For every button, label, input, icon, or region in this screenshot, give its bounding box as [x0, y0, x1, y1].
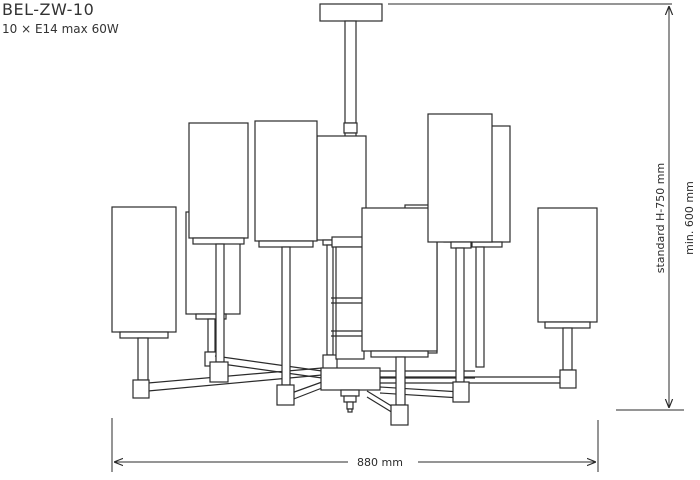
hub	[320, 367, 381, 413]
height-label-standard: standard H-750 mm	[654, 163, 667, 273]
bulb-spec: 10 × E14 max 60W	[2, 22, 119, 36]
ceiling-canopy	[319, 3, 383, 22]
shade-far-right	[537, 207, 598, 389]
shade-upper-left	[188, 122, 249, 383]
model-title: BEL-ZW-10	[2, 0, 95, 19]
width-label: 880 mm	[357, 456, 403, 469]
height-label-gap	[652, 150, 668, 290]
shade-front-center	[361, 207, 438, 426]
shade-left-center	[254, 120, 318, 406]
height-label-min: min. 600 mm	[683, 181, 696, 255]
shade-upper-right	[427, 113, 493, 403]
height-dimension	[388, 3, 684, 411]
width-dimension	[111, 418, 599, 472]
shade-far-left	[111, 206, 177, 399]
